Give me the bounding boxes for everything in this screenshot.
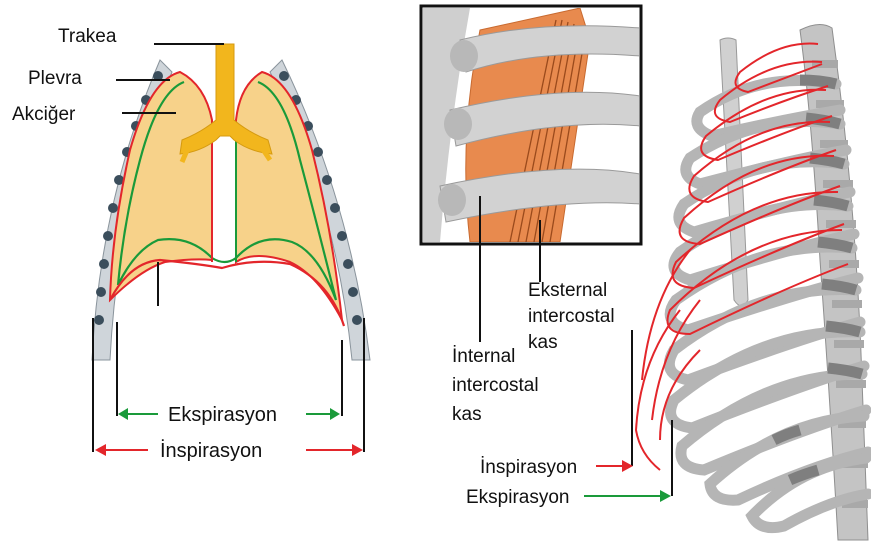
- rib-expiration-arrow: [584, 490, 671, 502]
- lung-label: Akciğer: [12, 104, 76, 125]
- pleura-label: Plevra: [28, 68, 82, 89]
- inspiration-arrow-right: [306, 444, 363, 456]
- internal-intercostal-label-2: intercostal: [452, 375, 539, 396]
- rib-expiration-label: Ekspirasyon: [466, 487, 570, 508]
- diaphragm-expiration: [212, 258, 236, 262]
- internal-intercostal-label-3: kas: [452, 404, 482, 425]
- expiration-label: Ekspirasyon: [168, 404, 277, 426]
- expiration-arrow-right: [306, 408, 340, 420]
- trachea-label: Trakea: [58, 26, 117, 47]
- external-intercostal-label-2: intercostal: [528, 306, 615, 327]
- inspiration-label: İnspirasyon: [160, 439, 262, 462]
- expiration-arrow-left: [118, 408, 158, 420]
- rib-inspiration-arrow: [596, 460, 633, 472]
- external-intercostal-label-3: kas: [528, 332, 558, 353]
- inspiration-arrow-left: [95, 444, 148, 456]
- internal-intercostal-label-1: İnternal: [452, 346, 515, 367]
- external-intercostal-label-1: Eksternal: [528, 280, 607, 301]
- rib-inspiration-label: İnspirasyon: [480, 457, 577, 478]
- lungs-diagram: Trakea Plevra Akciğer Ekspirasyon İnspir…: [12, 26, 370, 462]
